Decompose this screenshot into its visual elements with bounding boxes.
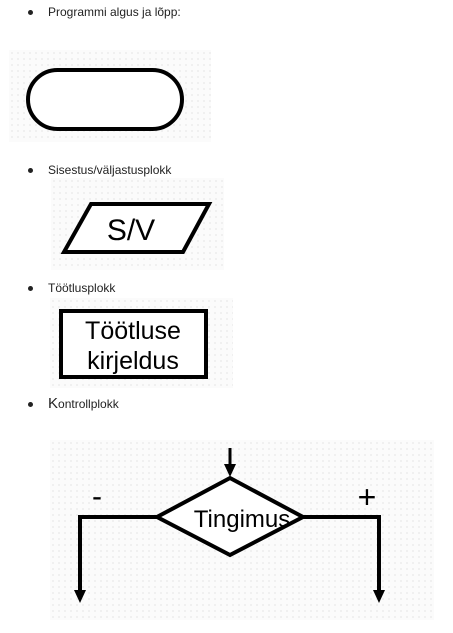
bullet-dot (28, 167, 33, 173)
decision-shape: Tingimus - + (74, 448, 385, 603)
start-end-label: Programmi algus ja lõpp: (48, 5, 181, 19)
list-item-start-end: Programmi algus ja lõpp: (28, 5, 181, 19)
incoming-arrow-head (224, 464, 236, 477)
start-end-figure (9, 50, 211, 142)
process-rectangle (59, 309, 208, 379)
process-shape-text-line2: kirjeldus (87, 347, 179, 375)
left-branch-arrow-head (74, 590, 86, 603)
list-item-input-output: Sisestus/väljastusplokk (28, 163, 171, 177)
process-shape-text-line1: Töötluse (85, 317, 181, 345)
parallelogram-shape: S/V (60, 202, 213, 254)
list-item-process: Töötlusplokk (28, 281, 115, 295)
decision-diamond (152, 475, 308, 558)
process-figure: Töötluse kirjeldus (50, 298, 233, 388)
decision-label-first-letter: K (48, 395, 59, 412)
parallelogram (60, 202, 213, 254)
right-branch-arrow-head (373, 590, 385, 603)
process-label: Töötlusplokk (48, 281, 116, 295)
list-item-decision: Kontrollplokk (28, 395, 119, 412)
process-shape: Töötluse kirjeldus (59, 309, 208, 379)
input-output-shape-text: S/V (107, 214, 155, 247)
decision-label-rest: ontrollplokk (58, 397, 119, 411)
minus-sign: - (92, 480, 102, 513)
decision-figure: Tingimus - + (50, 440, 434, 620)
decision-shape-text: Tingimus (194, 506, 290, 533)
decision-label: Kontrollplokk (48, 395, 119, 412)
left-branch-line (78, 515, 157, 592)
terminator-shape (26, 68, 184, 131)
right-branch-line (303, 515, 381, 592)
bullet-dot (28, 9, 33, 15)
plus-sign: + (358, 479, 377, 515)
bullet-dot (28, 285, 33, 291)
input-output-label: Sisestus/väljastusplokk (48, 163, 172, 177)
bullet-dot (28, 401, 33, 407)
terminator-rounded-rect (26, 68, 184, 131)
input-output-figure: S/V (51, 178, 224, 270)
